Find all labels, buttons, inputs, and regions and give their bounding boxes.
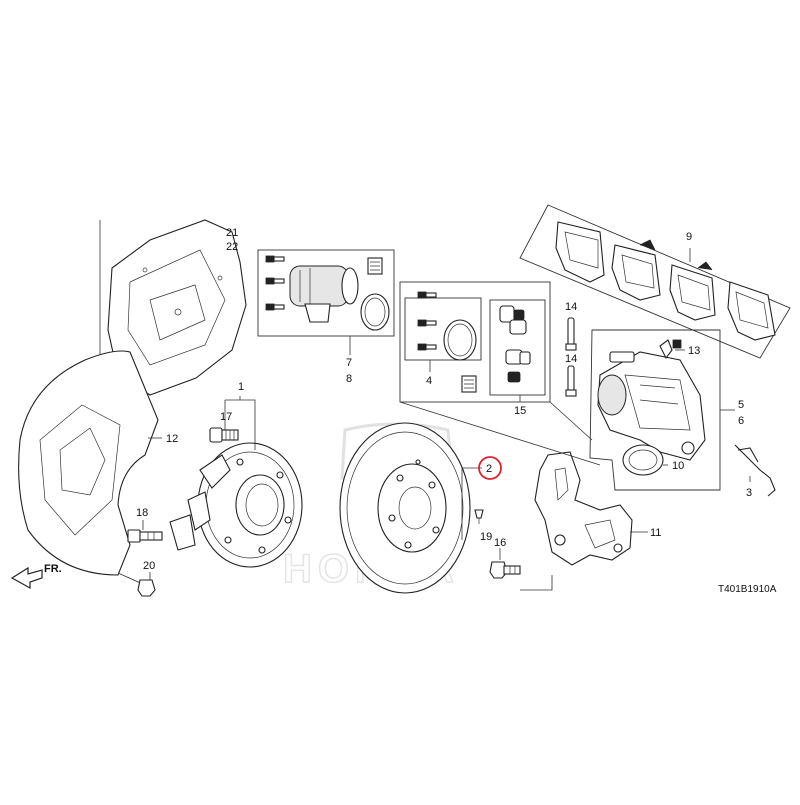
drawing-code: T401B1910A — [718, 584, 777, 595]
callout-14-upper[interactable]: 14 — [565, 301, 577, 313]
callout-10[interactable]: 10 — [672, 460, 684, 472]
backing-plate[interactable] — [18, 350, 159, 576]
caliper-piston-seal[interactable] — [622, 444, 664, 476]
bracket-bolt[interactable] — [489, 561, 521, 579]
flange-bolt-18[interactable] — [127, 529, 163, 543]
brake-disc[interactable] — [339, 422, 471, 594]
splash-guard-upper[interactable] — [107, 219, 247, 396]
hub-bearing-unit[interactable] — [169, 442, 303, 568]
caliper-piston-assembly[interactable] — [289, 265, 359, 323]
callout-14-lower[interactable]: 14 — [565, 353, 577, 365]
callout-16[interactable]: 16 — [494, 537, 506, 549]
direction-label: FR. — [44, 563, 62, 575]
callout-22[interactable]: 22 — [226, 241, 238, 253]
kit-pins-7-8[interactable] — [265, 255, 285, 311]
callout-19[interactable]: 19 — [480, 531, 492, 543]
seal-kit-ring[interactable] — [443, 319, 477, 361]
callout-9[interactable]: 9 — [686, 231, 692, 243]
kit-box-7-8 — [257, 249, 395, 337]
callout-2-highlighted[interactable]: 2 — [478, 456, 502, 480]
bleeder-cap[interactable] — [672, 339, 682, 349]
kit-box-9 — [519, 204, 791, 359]
caliper-bracket[interactable] — [534, 451, 633, 566]
callout-7[interactable]: 7 — [346, 357, 352, 369]
callout-17[interactable]: 17 — [220, 411, 232, 423]
brake-caliper[interactable] — [597, 351, 706, 461]
callout-1[interactable]: 1 — [238, 381, 244, 393]
callout-21[interactable]: 21 — [226, 227, 238, 239]
callout-20[interactable]: 20 — [143, 560, 155, 572]
callout-13[interactable]: 13 — [688, 345, 700, 357]
callout-15[interactable]: 15 — [514, 405, 526, 417]
callout-4[interactable]: 4 — [426, 375, 432, 387]
slide-pin-upper[interactable] — [565, 317, 577, 351]
callout-8[interactable]: 8 — [346, 373, 352, 385]
disc-screw[interactable] — [474, 509, 484, 524]
callout-12[interactable]: 12 — [166, 433, 178, 445]
callout-11[interactable]: 11 — [650, 527, 661, 539]
slide-pin-boots[interactable] — [499, 305, 531, 383]
kit-box-4 — [404, 297, 482, 361]
callout-5[interactable]: 5 — [738, 399, 744, 411]
brake-pads[interactable] — [555, 221, 776, 341]
kit-box-15 — [489, 299, 546, 396]
seal-kit-pins[interactable] — [417, 291, 437, 351]
kit-box-5-6 — [589, 329, 721, 491]
slide-pin-lower[interactable] — [565, 365, 577, 397]
callout-2[interactable]: 2 — [486, 463, 492, 475]
callout-3[interactable]: 3 — [746, 487, 752, 499]
callout-6[interactable]: 6 — [738, 415, 744, 427]
kit-box-4-15 — [399, 281, 551, 403]
front-direction-arrow: FR. — [10, 563, 62, 590]
piston-seal-ring[interactable] — [360, 293, 390, 331]
pad-retainer-clip[interactable] — [734, 444, 776, 497]
flange-bolt-20[interactable] — [137, 579, 156, 597]
hub-bolt[interactable] — [209, 427, 239, 443]
grease-packet-2 — [461, 375, 477, 393]
highlight-ring — [478, 456, 502, 480]
bleeder-screw[interactable] — [659, 339, 673, 360]
callout-18[interactable]: 18 — [136, 507, 148, 519]
grease-packet — [367, 257, 383, 275]
